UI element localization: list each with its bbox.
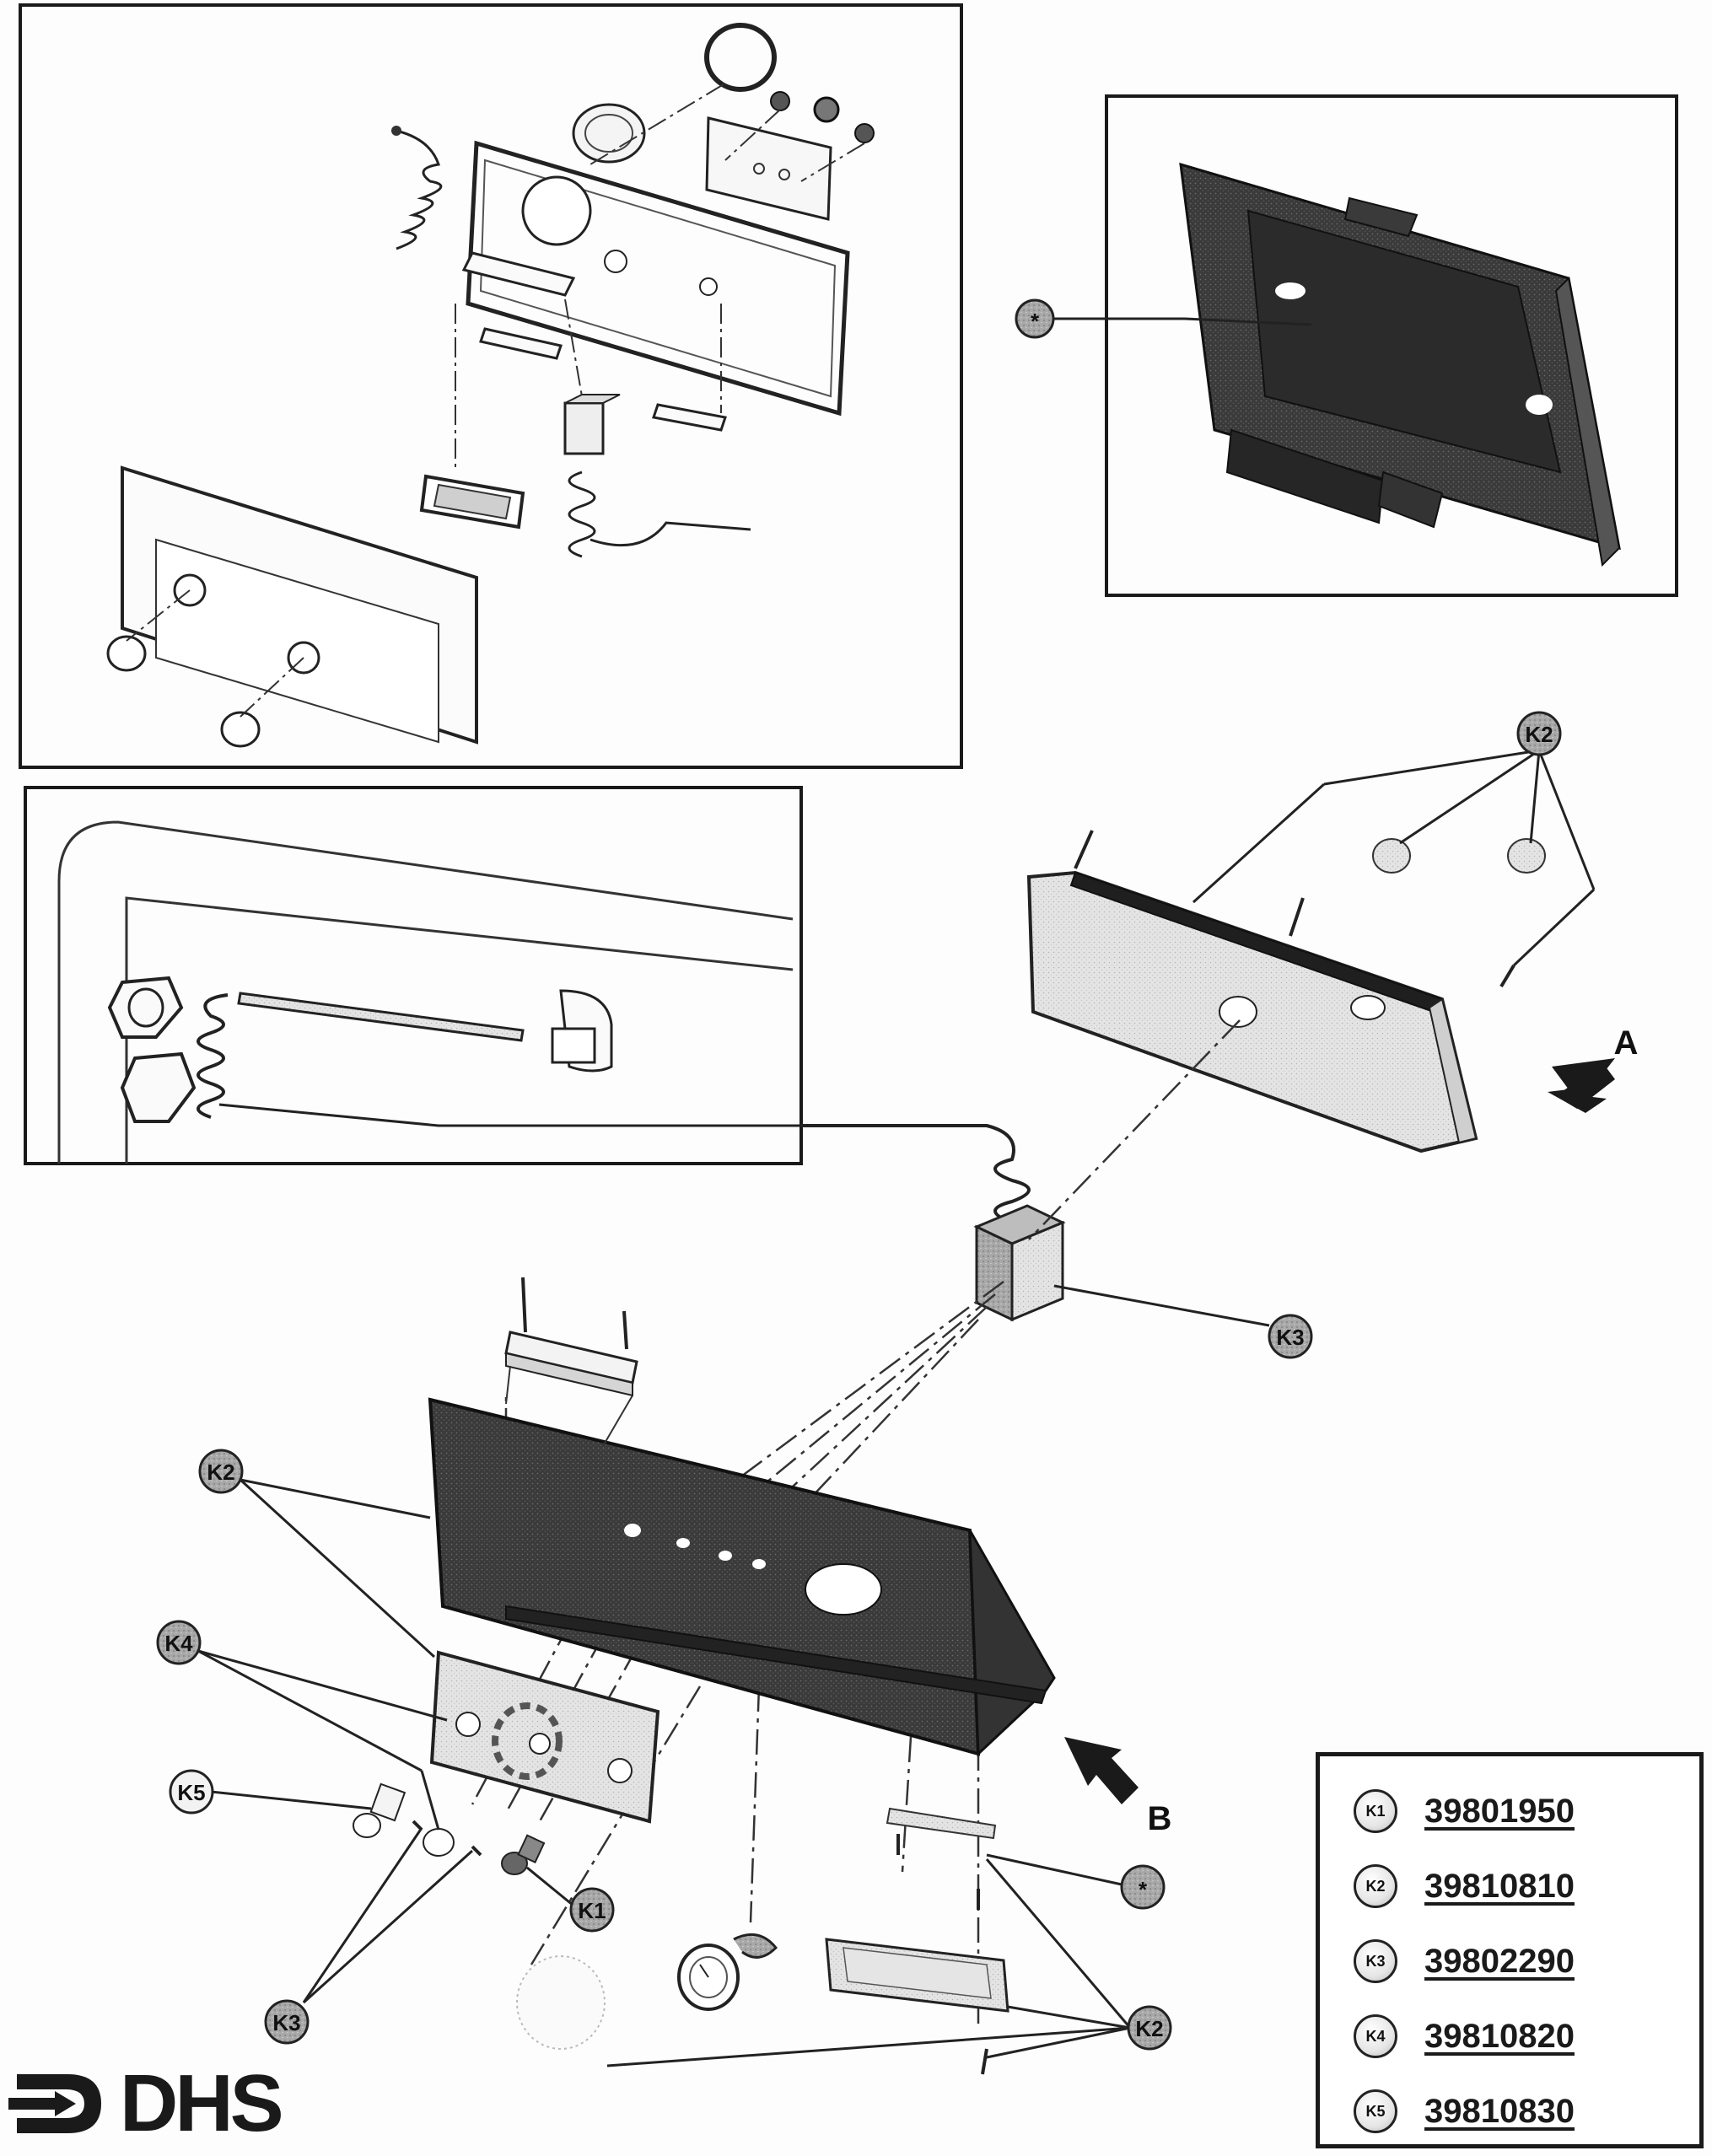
legend-row-k5: K5 39810830 <box>1354 2086 1575 2137</box>
inset-bracket-detail: * <box>1015 94 1678 597</box>
small-parts <box>353 1782 1009 2075</box>
k3-callout-bottom: K3 <box>264 1827 474 2045</box>
front-plate <box>429 1650 660 1824</box>
part-number-legend: K1 39801950 K2 39810810 K3 39802290 K4 3… <box>1316 1752 1704 2148</box>
inset-exploded-view <box>19 3 963 769</box>
legend-row-k2: K2 39810810 <box>1354 1861 1575 1911</box>
asterisk-callout-label-bottom: * <box>1139 1877 1148 1902</box>
k2-callout-lower: K2 <box>606 1858 1172 2067</box>
asterisk-callout-label-top: * <box>1031 309 1040 334</box>
legend-badge-k5: K5 <box>1354 2089 1397 2133</box>
k4-callout-label: K4 <box>164 1631 193 1656</box>
legend-code-k2: 39810810 <box>1424 1867 1575 1905</box>
k1-callout: K1 <box>526 1866 615 1933</box>
control-panel-dark <box>428 1277 1056 1757</box>
legend-badge-k4: K4 <box>1354 2014 1397 2058</box>
legend-badge-k3: K3 <box>1354 1939 1397 1983</box>
legend-badge-k1: K1 <box>1354 1789 1397 1833</box>
view-arrow-a: A <box>1548 1024 1638 1113</box>
legend-code-k5: 39810830 <box>1424 2092 1575 2130</box>
relay-block: K3 <box>973 1204 1313 1359</box>
legend-row-k4: K4 39810820 <box>1354 2011 1575 2062</box>
asterisk-callout-bottom: * <box>986 1853 1166 1910</box>
k2-callout-upper: K2 <box>1192 711 1596 967</box>
k5-callout-label: K5 <box>177 1780 205 1805</box>
inset-sensor-detail <box>24 786 803 1165</box>
k2-callout-label-lower: K2 <box>1135 2016 1163 2041</box>
legend-code-k4: 39810820 <box>1424 2017 1575 2055</box>
legend-badge-k2: K2 <box>1354 1864 1397 1908</box>
k3-callout-label-relay: K3 <box>1276 1325 1304 1350</box>
dhs-logo: DHS <box>8 2057 284 2150</box>
legend-code-k1: 39801950 <box>1424 1792 1575 1830</box>
view-arrow-a-label: A <box>1614 1024 1639 1062</box>
k4-callout: K4 <box>156 1620 448 1831</box>
k2-callout-label-upper: K2 <box>1525 722 1553 747</box>
k2-callout-left: K2 <box>198 1449 436 1659</box>
rear-cover-assembly <box>1026 830 1546 1153</box>
k5-callout: K5 <box>169 1769 372 1815</box>
view-arrow-b: B <box>1064 1737 1171 1837</box>
legend-row-k3: K3 39802290 <box>1354 1936 1575 1987</box>
k2-callout-label-left: K2 <box>207 1460 234 1485</box>
dhs-logo-text: DHS <box>120 2058 284 2148</box>
k3-callout-label-bottom: K3 <box>272 2010 300 2035</box>
legend-row-k1: K1 39801950 <box>1354 1786 1575 1836</box>
dhs-arrow-logo-icon <box>8 2074 101 2133</box>
view-arrow-b-label: B <box>1148 1800 1172 1837</box>
k1-callout-label: K1 <box>578 1898 606 1923</box>
legend-code-k3: 39802290 <box>1424 1942 1575 1980</box>
